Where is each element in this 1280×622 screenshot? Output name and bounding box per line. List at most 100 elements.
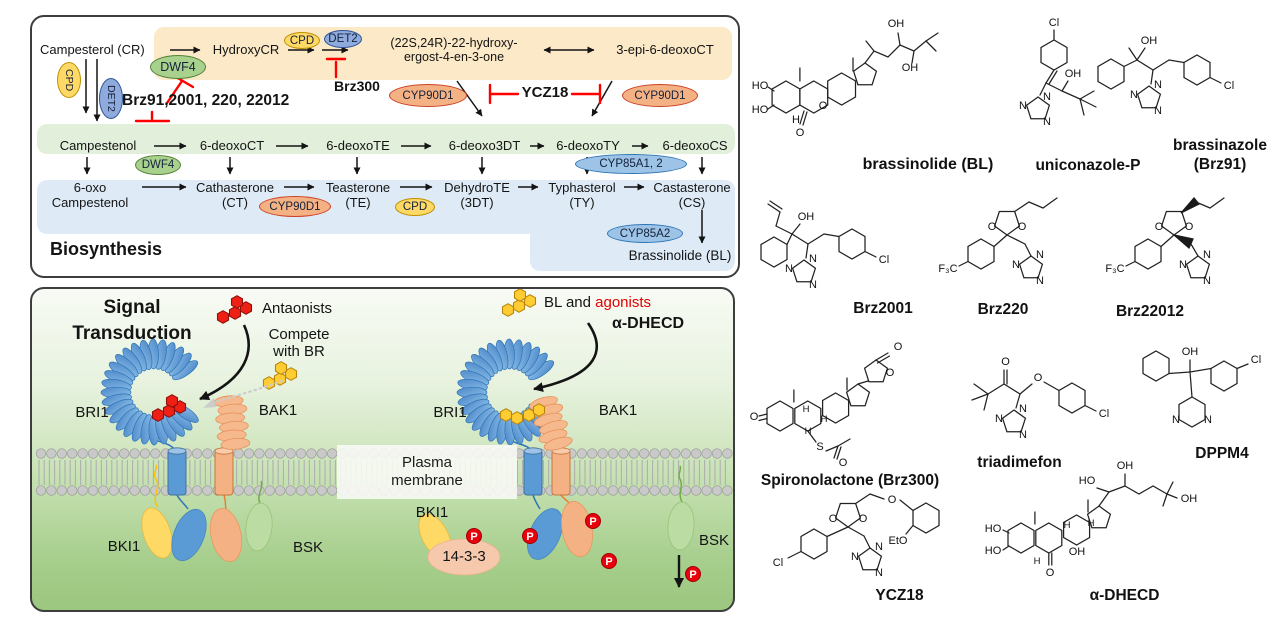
svg-text:OH: OH (1069, 546, 1086, 558)
svg-text:N: N (1043, 91, 1051, 103)
svg-text:O: O (819, 100, 828, 112)
svg-text:N: N (785, 263, 793, 275)
caption-brz22012: Brz22012 (1115, 303, 1185, 320)
enzyme-cyp85a2-oval: CYP85A2 (607, 224, 683, 243)
bri1-receptor-left (100, 338, 199, 446)
node-epi-deoxoct: 3-epi-6-deoxoCT (616, 42, 714, 57)
svg-text:O: O (1001, 356, 1010, 368)
br-hexagons (262, 361, 298, 390)
svg-text:O: O (894, 341, 903, 353)
structure-triadimefon: O O Cl N N N (971, 356, 1109, 441)
svg-text:N: N (809, 279, 817, 291)
antagonist-hexagons (216, 295, 253, 324)
caption-brassinazole-l1: brassinazole (1173, 137, 1267, 154)
yellow-band (154, 27, 732, 80)
bl-binding-arrow (533, 322, 598, 393)
caption-brassinolide: brassinolide (BL) (862, 156, 994, 173)
node-dehydrote-ab: (3DT) (460, 194, 494, 210)
bsk-label-right: BSK (698, 532, 729, 549)
svg-text:N: N (1130, 89, 1138, 101)
svg-text:P: P (470, 531, 477, 543)
bri1-label-left: BRI1 (75, 404, 109, 421)
svg-text:OH: OH (1182, 346, 1199, 358)
svg-text:Cl: Cl (1049, 17, 1059, 29)
svg-text:N: N (995, 413, 1003, 425)
node-6-oxo-campestenol-l1: 6-oxo (73, 180, 107, 195)
svg-text:O: O (1046, 567, 1055, 579)
svg-text:N: N (1043, 116, 1051, 128)
svg-text:OH: OH (1065, 68, 1082, 80)
node-castasterone: Castasterone (653, 180, 731, 195)
phosphate-badge: P (522, 528, 538, 544)
svg-text:N: N (1204, 414, 1212, 426)
svg-text:F₃C: F₃C (1105, 263, 1124, 275)
signal-title-line1: Signal (103, 297, 161, 318)
biosynthesis-panel: Campesterol (CR) HydroxyCR (22S,24R)-22-… (30, 15, 740, 278)
structure-adhecd: HO HO HO OH OH OH H H H O (985, 460, 1197, 579)
svg-text:HO: HO (985, 523, 1002, 535)
svg-text:H: H (1088, 518, 1095, 529)
svg-text:H: H (805, 426, 812, 437)
bl-bound-hexagons (499, 403, 546, 425)
enzyme-dwf4-oval: DWF4 (150, 55, 206, 79)
svg-text:H: H (792, 114, 800, 126)
enzyme-cyp90d1-oval-a: CYP90D1 (389, 84, 467, 107)
inhibitor-ycz18: YCZ18 (521, 84, 569, 101)
svg-text:O: O (1185, 221, 1194, 233)
svg-text:Cl: Cl (1224, 80, 1234, 92)
svg-text:O: O (1018, 221, 1027, 233)
node-ergost-line2: ergost-4-en-3-one (403, 50, 505, 64)
svg-text:N: N (809, 253, 817, 265)
svg-text:HO: HO (1079, 475, 1096, 487)
svg-text:O: O (829, 513, 838, 525)
structure-brz2001: OH Cl N N N (760, 200, 889, 291)
svg-text:P: P (526, 531, 533, 543)
svg-text:H: H (821, 414, 828, 425)
kinase-domain-oval (561, 500, 593, 558)
tm-helix (551, 447, 571, 496)
structure-brassinolide: HO HO OH OH H O O (752, 18, 939, 139)
bl-agonist-hexagons (501, 289, 537, 317)
agonists-label: agonists (595, 294, 652, 311)
node-cathasterone: Cathasterone (195, 180, 275, 195)
tm-helix (523, 447, 543, 496)
bak1-coreceptor-right (529, 396, 573, 451)
svg-text:O: O (750, 411, 759, 423)
caption-triadimefon: triadimefon (977, 454, 1062, 471)
compete-label-line2: with BR (273, 342, 325, 360)
caption-uniconazole: uniconazole-P (1035, 157, 1141, 174)
node-cathasterone-ab: (CT) (222, 194, 248, 210)
fourteen-three-three-label: 14-3-3 (442, 548, 486, 565)
svg-text:Cl: Cl (879, 254, 889, 266)
svg-text:N: N (1019, 100, 1027, 112)
structure-brz220: O O F₃C N N N (938, 197, 1058, 287)
enzyme-det2-oval-left: DET2 (99, 78, 123, 119)
svg-text:OH: OH (888, 18, 905, 30)
structure-brz22012: O O F₃C N N N (1105, 197, 1225, 287)
node-typhasterol: Typhasterol (548, 180, 616, 195)
bki1-label-right: BKI1 (415, 504, 449, 521)
node-ergost-line1: (22S,24R)-22-hydroxy- (390, 36, 518, 50)
svg-text:O: O (888, 494, 897, 506)
svg-text:HO: HO (985, 545, 1002, 557)
enzyme-cpd-oval: CPD (284, 32, 320, 49)
node-6-deoxo3dt: 6-deoxo3DT (448, 138, 521, 153)
structure-ycz18: O O O EtO Cl N N N (773, 493, 940, 579)
node-hydroxycr: HydroxyCR (212, 42, 280, 57)
bki1-label-left: BKI1 (107, 538, 141, 555)
bak1-coreceptor-left (213, 395, 251, 450)
bl-agonists-label: BL and agonists (544, 294, 652, 311)
svg-text:H: H (803, 404, 810, 415)
svg-text:N: N (875, 567, 883, 579)
caption-brassinazole-l2: (Brz91) (1193, 156, 1247, 174)
svg-text:N: N (875, 541, 883, 553)
node-typhasterol-ab: (TY) (569, 194, 595, 210)
bri1-label-right: BRI1 (433, 404, 467, 421)
enzyme-dwf4-oval-2: DWF4 (135, 155, 181, 175)
node-6-oxo-campestenol-l2: Campestenol (51, 194, 129, 210)
enzyme-cyp85a12-oval: CYP85A1, 2 (575, 154, 687, 174)
svg-text:H: H (1064, 520, 1071, 531)
structure-spironolactone: O O O S O H H H (750, 341, 903, 469)
antagonist-bound-hexagons (151, 394, 187, 422)
svg-text:HO: HO (752, 80, 769, 92)
